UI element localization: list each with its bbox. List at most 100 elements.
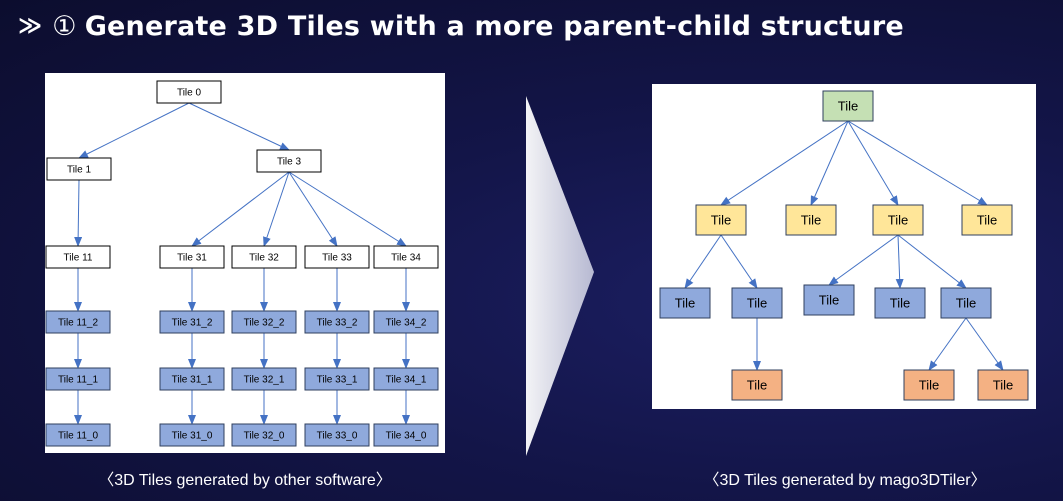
tile-node-t1: Tile 1 xyxy=(46,157,112,181)
tile-label: Tile 31_2 xyxy=(172,318,213,329)
tile-label: Tile xyxy=(747,378,767,393)
tile-label: Tile 11_1 xyxy=(58,375,98,386)
tile-box xyxy=(304,423,370,447)
tile-box xyxy=(903,369,955,401)
tile-node-b: Tile xyxy=(785,204,837,236)
tile-box xyxy=(872,204,924,236)
tile-label: Tile 34_2 xyxy=(386,318,427,329)
tile-node-t31_2: Tile 31_2 xyxy=(159,310,225,334)
tile-node-t11_2: Tile 11_2 xyxy=(45,310,111,334)
tile-node-t34_0: Tile 34_0 xyxy=(373,423,439,447)
tile-label: Tile 3 xyxy=(277,157,302,168)
tile-label: Tile 32_2 xyxy=(244,318,285,329)
edge-t0-t1 xyxy=(78,102,190,159)
tile-node-t33_1: Tile 33_1 xyxy=(304,367,370,391)
tile-label: Tile 34_1 xyxy=(386,375,427,386)
other-software-tree-panel: Tile 0 Tile 1 Tile 3 Tile 11 Tile 31 Tile 32 T… xyxy=(45,73,445,453)
page-title: ≫ ① Generate 3D Tiles with a more parent… xyxy=(18,6,904,46)
tile-node-t11: Tile 11 xyxy=(45,245,111,269)
tile-box xyxy=(803,284,855,316)
tile-box xyxy=(231,245,297,269)
tile-box xyxy=(46,157,112,181)
tile-box xyxy=(373,423,439,447)
tile-node-t34_1: Tile 34_1 xyxy=(373,367,439,391)
tile-box xyxy=(156,80,222,104)
tile-box xyxy=(731,369,783,401)
tile-box xyxy=(977,369,1029,401)
tile-label: Tile 11_0 xyxy=(58,431,98,442)
tile-box xyxy=(822,90,874,122)
tile-label: Tile xyxy=(956,296,976,311)
tile-node-t31_1: Tile 31_1 xyxy=(159,367,225,391)
tile-node-t11_1: Tile 11_1 xyxy=(45,367,111,391)
tile-label: Tile xyxy=(675,296,695,311)
edge-r-b xyxy=(810,120,849,206)
edge-c-c3 xyxy=(897,234,967,289)
tile-node-t34_2: Tile 34_2 xyxy=(373,310,439,334)
left-caption: 〈3D Tiles generated by other software〉 xyxy=(98,472,392,489)
tile-node-t3: Tile 3 xyxy=(256,149,322,173)
edge-a-a2 xyxy=(720,234,758,289)
tile-node-a2: Tile xyxy=(731,287,783,319)
tile-box xyxy=(731,287,783,319)
tile-label: Tile 11_2 xyxy=(58,318,98,329)
tile-label: Tile 32_0 xyxy=(244,431,285,442)
tile-box xyxy=(45,310,111,334)
tile-node-c1: Tile xyxy=(803,284,855,316)
tile-node-t32_2: Tile 32_2 xyxy=(231,310,297,334)
tile-node-d: Tile xyxy=(961,204,1013,236)
tile-label: Tile 32_1 xyxy=(244,375,285,386)
tile-label: Tile 31 xyxy=(177,253,207,264)
tile-node-c3x: Tile xyxy=(903,369,955,401)
tile-node-t33: Tile 33 xyxy=(304,245,370,269)
tile-label: Tile 1 xyxy=(67,165,92,176)
tile-box xyxy=(785,204,837,236)
tile-box xyxy=(231,367,297,391)
tile-node-t33_0: Tile 33_0 xyxy=(304,423,370,447)
tile-label: Tile 32 xyxy=(249,253,279,264)
edge-t0-t3 xyxy=(188,102,290,151)
tile-label: Tile 33_1 xyxy=(317,375,358,386)
tile-label: Tile 34_0 xyxy=(386,431,427,442)
tile-node-t32_0: Tile 32_0 xyxy=(231,423,297,447)
edge-t3-t34 xyxy=(288,171,407,247)
tile-box xyxy=(304,245,370,269)
step-number: ① xyxy=(52,10,77,42)
tile-box xyxy=(45,423,111,447)
tile-box xyxy=(159,310,225,334)
tile-label: Tile 33 xyxy=(322,253,352,264)
edge-r-a xyxy=(720,120,849,206)
tile-label: Tile xyxy=(838,99,858,114)
edge-c3-c3y xyxy=(965,317,1004,371)
tile-node-t33_2: Tile 33_2 xyxy=(304,310,370,334)
tile-label: Tile xyxy=(801,213,821,228)
tile-node-c2: Tile xyxy=(874,287,926,319)
tile-label: Tile 31_0 xyxy=(172,431,213,442)
tile-box xyxy=(874,287,926,319)
tile-box xyxy=(961,204,1013,236)
tile-box xyxy=(304,367,370,391)
tile-box xyxy=(45,245,111,269)
tile-label: Tile xyxy=(977,213,997,228)
edge-a-a1 xyxy=(684,234,722,289)
edge-c-c2 xyxy=(895,234,904,289)
tile-node-t31: Tile 31 xyxy=(159,245,225,269)
tile-node-r: Tile xyxy=(822,90,874,122)
tile-label: Tile xyxy=(888,213,908,228)
tile-box xyxy=(231,310,297,334)
tile-node-t0: Tile 0 xyxy=(156,80,222,104)
tile-node-c: Tile xyxy=(872,204,924,236)
tile-node-t11_0: Tile 11_0 xyxy=(45,423,111,447)
tile-node-t31_0: Tile 31_0 xyxy=(159,423,225,447)
tile-node-t32_1: Tile 32_1 xyxy=(231,367,297,391)
edge-t3-t31 xyxy=(191,171,290,247)
tile-label: Tile xyxy=(711,213,731,228)
tile-box xyxy=(45,367,111,391)
tile-box xyxy=(231,423,297,447)
tile-box xyxy=(256,149,322,173)
tile-label: Tile xyxy=(819,293,839,308)
tile-node-c3y: Tile xyxy=(977,369,1029,401)
tile-box xyxy=(940,287,992,319)
